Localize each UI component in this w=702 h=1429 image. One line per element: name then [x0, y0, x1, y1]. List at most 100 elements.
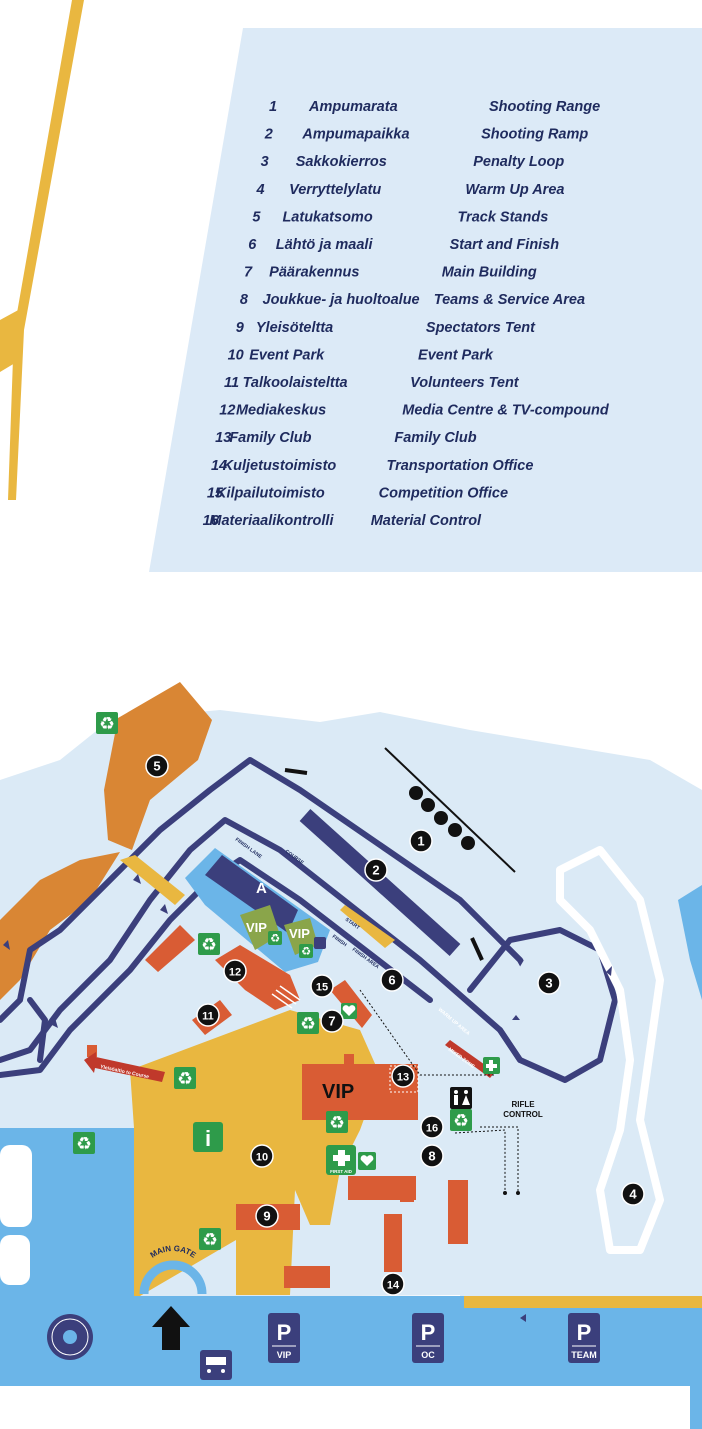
building-a	[205, 855, 298, 933]
legend-finnish: Kuljetustoimisto	[223, 458, 337, 474]
svg-text:♻: ♻	[453, 1112, 469, 1132]
legend-english: Main Building	[442, 265, 537, 281]
location-marker-9[interactable]: 9	[255, 1204, 279, 1228]
legend-number: 2	[264, 127, 273, 143]
svg-text:8: 8	[428, 1149, 435, 1164]
location-marker-8[interactable]: 8	[420, 1144, 444, 1168]
entrance-arrow-icon	[152, 1306, 190, 1350]
svg-text:VIP: VIP	[277, 1350, 292, 1360]
location-marker-14[interactable]: 14	[381, 1272, 405, 1296]
legend-english: Track Stands	[457, 209, 548, 225]
svg-text:♻: ♻	[301, 945, 311, 958]
parking-team[interactable]: P TEAM	[568, 1313, 600, 1363]
svg-text:1: 1	[417, 834, 424, 849]
location-marker-10[interactable]: 10	[250, 1144, 274, 1168]
location-marker-16[interactable]: 16	[420, 1115, 444, 1139]
recycle-icon: ♻	[96, 712, 118, 735]
location-marker-5[interactable]: 5	[145, 754, 169, 778]
location-marker-13[interactable]: 13	[391, 1064, 415, 1088]
legend-english: Penalty Loop	[473, 154, 564, 170]
legend-number: 16	[203, 513, 220, 529]
location-marker-4[interactable]: 4	[621, 1182, 645, 1206]
recycle-icon: ♻	[297, 1012, 319, 1035]
warm-up-track	[556, 846, 664, 1254]
svg-text:14: 14	[387, 1280, 400, 1292]
svg-text:OC: OC	[421, 1350, 435, 1360]
shooting-range-line	[384, 747, 516, 873]
stadium-yellow	[340, 905, 395, 948]
shooting-targets	[409, 786, 475, 850]
legend-finnish: Ampumarata	[308, 99, 398, 115]
svg-text:7: 7	[328, 1014, 335, 1029]
svg-text:6: 6	[388, 973, 395, 988]
legend-finnish: Latukatsomo	[282, 209, 372, 225]
penalty-loop-inner	[500, 948, 600, 1065]
svg-text:9: 9	[263, 1209, 270, 1224]
defibrillator-icon	[358, 1152, 376, 1170]
ski-tracks	[0, 757, 618, 1083]
range-marker-right	[470, 937, 484, 961]
location-marker-7[interactable]: 7	[320, 1009, 344, 1033]
svg-text:TEAM: TEAM	[571, 1350, 597, 1360]
legend-number: 10	[228, 347, 244, 363]
parking-oc[interactable]: POC	[412, 1313, 444, 1363]
lake-left	[0, 1128, 134, 1298]
svg-text:♻: ♻	[300, 1015, 316, 1035]
island-2	[0, 1235, 30, 1285]
legend-finnish: Yleisöteltta	[256, 320, 333, 336]
legend-finnish: Event Park	[249, 347, 325, 363]
mixed-zone	[445, 1040, 495, 1078]
location-marker-1[interactable]: 1	[409, 829, 433, 853]
legend-finnish: Materiaalikontrolli	[209, 513, 334, 529]
recycle-icon: ♻	[174, 1067, 196, 1090]
legend-number: 5	[252, 209, 261, 225]
svg-text:4: 4	[629, 1187, 637, 1202]
legend-finnish: Lähtö ja maali	[276, 237, 374, 253]
yellow-path	[120, 855, 185, 905]
svg-text:♻: ♻	[76, 1135, 92, 1155]
recycle-icon: ♻	[299, 944, 313, 958]
legend-english: Event Park	[418, 347, 494, 363]
svg-text:♻: ♻	[202, 1231, 218, 1251]
vip-label-2: VIP	[289, 926, 310, 941]
svg-text:♻: ♻	[99, 715, 115, 735]
location-marker-2[interactable]: 2	[364, 858, 388, 882]
lake-right	[678, 885, 702, 1000]
club-logo	[47, 1314, 93, 1360]
location-marker-12[interactable]: 12	[223, 959, 247, 983]
location-marker-15[interactable]: 15	[310, 974, 334, 998]
info-label: i	[205, 1126, 211, 1151]
legend-finnish: Talkoolaisteltta	[243, 375, 348, 391]
svg-text:2: 2	[372, 863, 379, 878]
legend-number: 9	[236, 320, 244, 336]
legend-finnish: Päärakennus	[269, 265, 359, 281]
svg-text:10: 10	[256, 1152, 268, 1164]
location-marker-11[interactable]: 11	[196, 1003, 220, 1027]
legend-english: Family Club	[394, 430, 476, 446]
location-marker-6[interactable]: 6	[380, 968, 404, 992]
track-direction-arrows	[3, 874, 612, 1322]
island	[0, 1145, 32, 1227]
location-marker-3[interactable]: 3	[537, 971, 561, 995]
legend-number: 15	[207, 485, 224, 501]
legend-finnish: Family Club	[229, 430, 311, 446]
toilet-icon	[450, 1087, 472, 1109]
legend-number: 3	[261, 154, 269, 170]
svg-text:♻: ♻	[201, 936, 217, 956]
legend-english: Media Centre & TV-compound	[402, 403, 610, 419]
legend-english: Warm Up Area	[465, 182, 564, 198]
range-marker-top	[284, 768, 308, 775]
svg-text:P: P	[577, 1320, 592, 1345]
svg-text:13: 13	[397, 1072, 409, 1084]
defibrillator-icon-2	[341, 1003, 357, 1019]
legend-number: 12	[219, 403, 235, 419]
legend-finnish: Kilpailutoimisto	[216, 485, 325, 501]
